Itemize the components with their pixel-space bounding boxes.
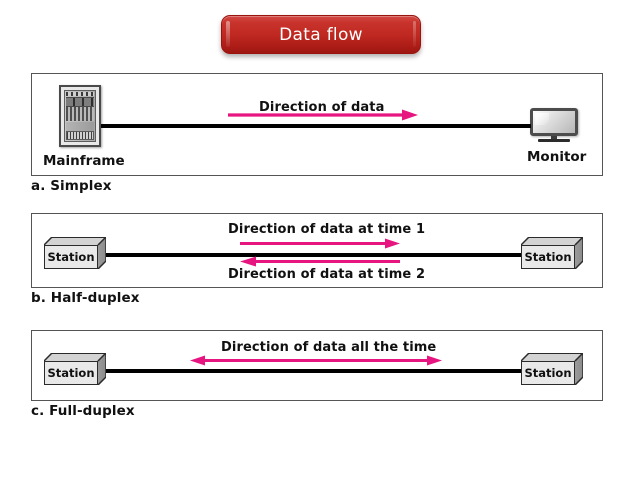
station-box-right-half-duplex: Station xyxy=(521,237,583,269)
station-front-face: Station xyxy=(44,361,98,385)
station-box-left-half-duplex: Station xyxy=(44,237,106,269)
mainframe-vents xyxy=(66,131,94,140)
station-label: Station xyxy=(524,250,572,264)
wire-full-duplex xyxy=(106,369,521,373)
mainframe-chassis xyxy=(64,90,96,142)
monitor-screen xyxy=(530,108,578,136)
page-title: Data flow xyxy=(279,24,363,45)
monitor-neck xyxy=(551,136,557,140)
panel-half-duplex xyxy=(31,213,603,288)
mainframe-indicator-lights xyxy=(66,92,94,96)
caption-full-duplex: c. Full-duplex xyxy=(31,403,135,419)
arrow-simplex-right xyxy=(228,109,418,121)
mainframe-slot-bank xyxy=(66,107,94,121)
title-banner: Data flow xyxy=(221,15,421,54)
arrow-full-duplex-both xyxy=(190,355,442,366)
station-box-left-full-duplex: Station xyxy=(44,353,106,385)
station-label: Station xyxy=(47,250,95,264)
caption-half-duplex: b. Half-duplex xyxy=(31,290,140,306)
station-box-right-full-duplex: Station xyxy=(521,353,583,385)
monitor-base xyxy=(538,139,570,142)
arrow-label-simplex: Direction of data xyxy=(259,100,385,115)
mainframe-icon xyxy=(59,85,101,147)
arrow-label-full-duplex: Direction of data all the time xyxy=(221,340,437,355)
monitor-label: Monitor xyxy=(527,149,587,165)
arrow-label-half-duplex-time1: Direction of data at time 1 xyxy=(228,222,426,237)
arrow-half-duplex-left xyxy=(240,256,400,267)
panel-full-duplex xyxy=(31,330,603,401)
station-front-face: Station xyxy=(521,245,575,269)
mainframe-drive-bays xyxy=(66,97,94,107)
station-label: Station xyxy=(524,366,572,380)
wire-half-duplex xyxy=(106,253,521,257)
arrow-label-half-duplex-time2: Direction of data at time 2 xyxy=(228,267,426,282)
wire-simplex xyxy=(101,124,531,128)
monitor-icon xyxy=(530,108,578,144)
station-front-face: Station xyxy=(521,361,575,385)
station-label: Station xyxy=(47,366,95,380)
caption-simplex: a. Simplex xyxy=(31,178,112,194)
station-front-face: Station xyxy=(44,245,98,269)
arrow-half-duplex-right xyxy=(240,238,400,249)
mainframe-label: Mainframe xyxy=(43,153,125,169)
